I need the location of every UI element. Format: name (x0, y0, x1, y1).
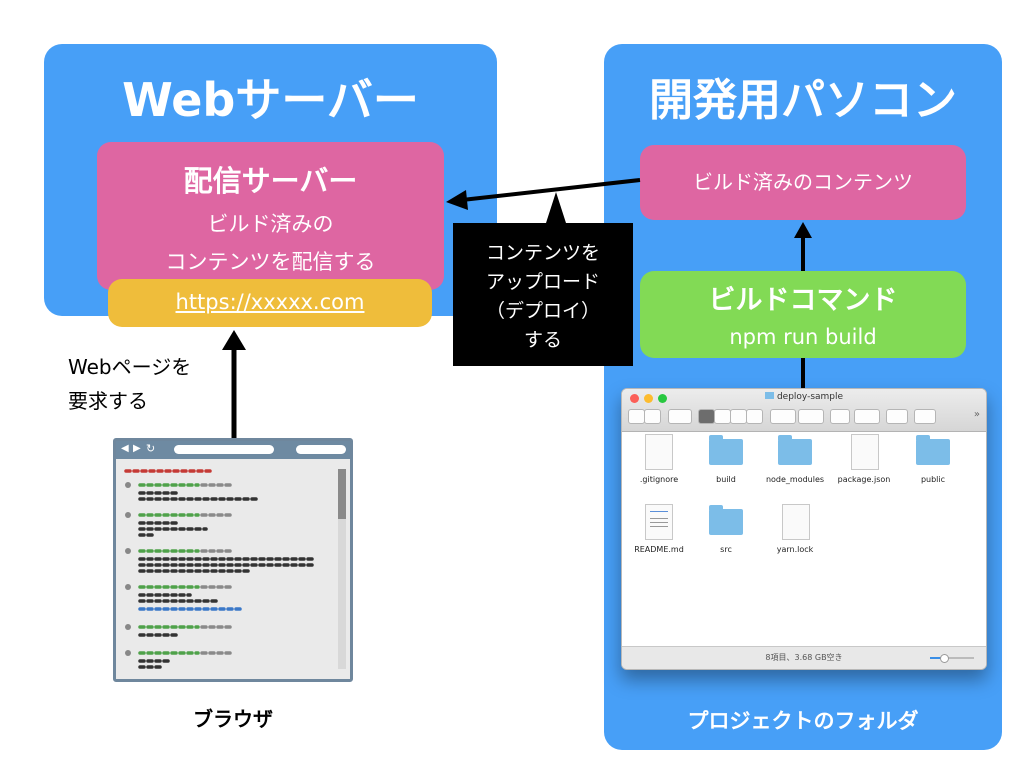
request-arrow (222, 330, 246, 440)
browser-scrollbar (338, 469, 346, 669)
list-view-button[interactable] (714, 409, 731, 424)
folder-title-icon (764, 392, 774, 399)
file-icon-yarn-lock[interactable] (782, 504, 810, 540)
reload-icon: ↻ (146, 442, 156, 455)
dev-pc-title: 開発用パソコン (649, 75, 957, 126)
browser-content-dots (124, 469, 318, 669)
request-note-line1: Webページを (68, 355, 192, 379)
folder-icon-node-modules[interactable] (778, 435, 812, 465)
share-button[interactable] (830, 409, 850, 424)
finder-status-text: 8項目、3.68 GB空き (765, 653, 843, 662)
build-arrow (794, 222, 812, 271)
folder-icon-build[interactable] (709, 435, 743, 465)
browser-toolbar: ◀ ▶ ↻ (116, 441, 350, 459)
file-label-public: public (920, 475, 946, 484)
tag-button[interactable] (854, 409, 880, 424)
upload-note-line4: する (523, 329, 562, 351)
request-note-line2: 要求する (68, 389, 148, 413)
build-command-box: ビルドコマンド npm run build (640, 271, 966, 358)
file-label-build: build (716, 475, 736, 484)
file-icon-package-json[interactable] (851, 434, 879, 470)
upload-note-box: コンテンツを アップロード （デプロイ） する (453, 223, 633, 366)
file-label-src: src (720, 545, 732, 554)
project-folder-label: プロジェクトのフォルダ (687, 709, 919, 733)
browser-address-bar (174, 445, 274, 454)
close-icon[interactable] (630, 394, 639, 403)
upload-note-line2: アップロード (485, 271, 600, 293)
folder-icon-src[interactable] (709, 505, 743, 535)
folder-icon-public[interactable] (916, 435, 950, 465)
new-folder-button[interactable] (886, 409, 908, 424)
build-command-text: npm run build (729, 325, 877, 349)
browser-search-bar (296, 445, 346, 454)
back-button[interactable] (628, 409, 645, 424)
forward-button[interactable] (644, 409, 661, 424)
delivery-server-box: 配信サーバー ビルド済みの コンテンツを配信する (97, 142, 444, 290)
forward-icon: ▶ (133, 443, 141, 454)
upload-note-pointer (546, 192, 566, 223)
file-label-gitignore: .gitignore (639, 475, 679, 484)
trash-button[interactable] (914, 409, 936, 424)
back-icon: ◀ (121, 443, 129, 454)
delivery-server-line2: コンテンツを配信する (165, 250, 376, 274)
built-contents-label: ビルド済みのコンテンツ (693, 170, 913, 194)
group-button[interactable] (770, 409, 796, 424)
build-command-title: ビルドコマンド (708, 285, 898, 316)
arrange-button[interactable] (668, 409, 692, 424)
action-button[interactable] (798, 409, 824, 424)
more-icon[interactable]: » (973, 409, 980, 420)
icon-size-slider[interactable] (930, 654, 974, 663)
file-icon-gitignore[interactable] (645, 434, 673, 470)
request-note: Webページを 要求する (68, 350, 228, 418)
finder-window-title: deploy-sample (622, 392, 986, 402)
delivery-server-line1: ビルド済みの (207, 212, 334, 236)
gallery-view-button[interactable] (746, 409, 763, 424)
minimize-icon[interactable] (644, 394, 653, 403)
file-label-node-modules: node_modules (765, 475, 825, 484)
web-server-title: Webサーバー (122, 73, 419, 127)
site-url-link[interactable]: https://xxxxx.com (175, 290, 365, 314)
upload-note-line3: （デプロイ） (485, 300, 600, 322)
upload-note-line1: コンテンツを (485, 242, 600, 264)
finder-titlebar: deploy-sample » (622, 389, 986, 432)
zoom-icon[interactable] (658, 394, 667, 403)
file-label-readme: README.md (634, 545, 684, 554)
finder-status-bar: 8項目、3.68 GB空き (622, 646, 986, 669)
finder-title-text: deploy-sample (776, 392, 844, 402)
delivery-server-title: 配信サーバー (183, 164, 358, 198)
column-view-button[interactable] (730, 409, 747, 424)
browser-label: ブラウザ (193, 707, 273, 731)
file-label-package-json: package.json (837, 475, 891, 484)
file-icon-readme[interactable] (645, 504, 673, 540)
file-label-yarn-lock: yarn.lock (776, 545, 814, 554)
browser-illustration: ◀ ▶ ↻ (113, 438, 353, 682)
upload-arrow (446, 178, 641, 210)
icon-view-button[interactable] (698, 409, 715, 424)
url-box: https://xxxxx.com (108, 279, 432, 327)
finder-window: deploy-sample » .gitignore build node_mo… (621, 388, 987, 670)
built-contents-box: ビルド済みのコンテンツ (640, 145, 966, 220)
